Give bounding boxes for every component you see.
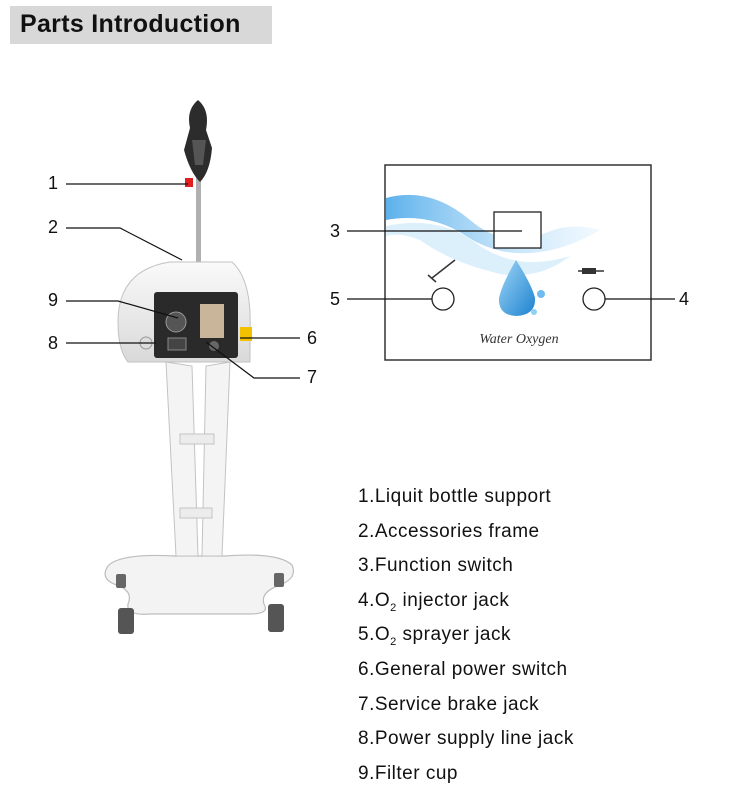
legend-item: 6.General power switch (358, 658, 568, 680)
main-unit (117, 261, 252, 363)
o2-sprayer-jack[interactable] (431, 287, 455, 311)
sprayer-icon (427, 259, 456, 283)
callout-8: 8 (48, 333, 59, 353)
cart-stand (165, 361, 231, 557)
liquid-bottle-support (184, 100, 212, 267)
page-title: Parts Introduction (20, 10, 241, 38)
callout-3: 3 (330, 221, 341, 241)
legend-item: 7.Service brake jack (358, 693, 540, 715)
caster-wheel-icon (118, 608, 134, 634)
legend-item: 8.Power supply line jack (358, 728, 574, 750)
filter-cup (200, 304, 224, 338)
callout-9: 9 (48, 290, 59, 310)
callout-5: 5 (330, 289, 341, 309)
callout-2: 2 (48, 217, 59, 237)
panel-brand-text: Water Oxygen (479, 332, 558, 347)
title-banner (10, 6, 272, 44)
legend-item: 9.Filter cup (358, 762, 458, 784)
callout-1: 1 (48, 173, 59, 193)
caster-wheel-icon (268, 604, 284, 632)
water-drop-logo (498, 260, 536, 316)
legend-item: 3.Function switch (358, 555, 514, 577)
parts-legend: 1.Liquit bottle support 2.Accessories fr… (358, 486, 574, 797)
leader-lines (66, 183, 300, 379)
callout-7: 7 (307, 367, 318, 387)
callout-6: 6 (307, 328, 318, 348)
legend-item: 1.Liquit bottle support (358, 486, 552, 507)
legend-item: 5.O2 sprayer jack (358, 624, 511, 649)
power-switch (240, 327, 252, 341)
cart-base (104, 554, 295, 634)
function-switch-display[interactable] (493, 211, 542, 249)
legend-item: 2.Accessories frame (358, 520, 540, 542)
injector-icon (578, 268, 604, 274)
o2-injector-jack[interactable] (582, 287, 606, 311)
panel-leader-lines (347, 230, 675, 300)
legend-item: 4.O2 injector jack (358, 589, 510, 614)
fan-icon (165, 311, 187, 333)
callout-4: 4 (679, 289, 690, 309)
control-panel (384, 164, 652, 361)
